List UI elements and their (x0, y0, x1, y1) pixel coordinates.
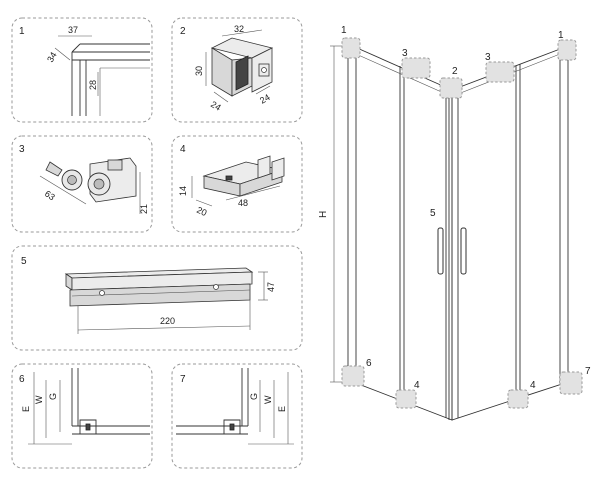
roller-hub-right (93, 178, 105, 190)
detail-6-dim-G: G (48, 393, 58, 400)
marker-6 (341, 365, 365, 387)
right-door-handle (460, 227, 467, 275)
marker-4-right (507, 389, 529, 409)
block-screw (261, 67, 267, 73)
detail-6-dim-W: W (34, 395, 44, 404)
detail-6-dim-E: E (21, 406, 31, 412)
height-label: H (318, 211, 329, 218)
dim-line-48 (225, 185, 281, 201)
dim-line-24a (213, 91, 229, 103)
roller-pin (45, 161, 63, 177)
detail-5-number: 5 (21, 256, 27, 267)
marker-1-left (341, 37, 361, 59)
rail-screw-left (99, 290, 105, 296)
detail-7-dim-G: G (249, 393, 259, 400)
guide-post-right (271, 157, 285, 181)
detail-1-dim-34: 34 (45, 50, 59, 64)
detail-2-dim-32: 32 (234, 24, 244, 34)
marker-1-right (557, 39, 577, 61)
marker-2 (439, 77, 463, 99)
callout-2: 2 (452, 66, 458, 77)
detail-5-handle-rail: 5 47 220 (11, 245, 303, 351)
detail-4-number: 4 (180, 144, 186, 155)
detail-3-roller: 3 63 21 (11, 135, 153, 233)
profile-seal (85, 423, 91, 431)
detail-6-bottom-profile: 6 E W G (11, 363, 153, 469)
roller-hub-left (67, 175, 77, 185)
detail-4-dim-48: 48 (238, 198, 248, 208)
detail-4-guide: 4 14 20 48 (171, 135, 303, 233)
callout-7: 7 (585, 366, 591, 377)
dim-line-20 (195, 199, 213, 207)
profile-seal (229, 423, 235, 431)
callout-3-left: 3 (402, 48, 408, 59)
roller-clamp (107, 159, 123, 171)
detail-2-dim-24b: 24 (258, 92, 272, 106)
callout-4-left: 4 (414, 380, 420, 391)
detail-1-dim-37: 37 (68, 25, 78, 35)
detail-1-dim-28: 28 (88, 80, 98, 90)
dim-line-32 (221, 29, 263, 37)
detail-4-dim-14: 14 (178, 186, 188, 196)
detail-4-dim-20: 20 (195, 205, 208, 218)
callout-4-right: 4 (530, 380, 536, 391)
detail-6-frame (11, 363, 153, 469)
dim-line-220 (77, 325, 251, 331)
dim-line-34 (54, 47, 71, 61)
detail-1-frame (11, 17, 153, 123)
marker-4-left (395, 389, 417, 409)
detail-3-number: 3 (19, 144, 25, 155)
dim-line-24b (255, 85, 271, 95)
profile-foot (223, 419, 241, 435)
detail-7-number: 7 (180, 374, 186, 385)
dim-line-63 (39, 175, 87, 205)
profile-foot (79, 419, 97, 435)
profile-corner-edge (71, 43, 81, 53)
callout-5: 5 (430, 208, 436, 219)
block-slot (235, 55, 249, 91)
marker-3-right (485, 61, 515, 83)
callout-1-left: 1 (341, 25, 347, 36)
guide-slot (225, 175, 233, 181)
detail-2-number: 2 (180, 26, 186, 37)
left-top-rail (355, 53, 447, 95)
detail-2-dim-24a: 24 (209, 99, 223, 113)
marker-3-left (401, 57, 431, 79)
right-fixed-panel-outline (451, 45, 569, 421)
detail-1-profile-corner: 1 37 34 28 (11, 17, 153, 123)
detail-2-corner-block: 2 32 30 24 24 (171, 17, 303, 123)
detail-2-dim-30: 30 (194, 66, 204, 76)
rail-screw-right (213, 284, 219, 290)
detail-7-bottom-profile: 7 G W E (171, 363, 303, 469)
detail-3-dim-63: 63 (43, 188, 57, 202)
detail-5-dim-47: 47 (266, 282, 276, 292)
callout-3-right: 3 (485, 52, 491, 63)
callout-6: 6 (366, 358, 372, 369)
detail-6-number: 6 (19, 374, 25, 385)
enclosure-overview: H 1 3 2 3 1 5 6 (318, 25, 591, 421)
detail-1-number: 1 (19, 26, 25, 37)
detail-5-dim-220: 220 (160, 316, 175, 326)
marker-7 (559, 371, 583, 395)
detail-7-frame (171, 363, 303, 469)
detail-7-dim-E: E (277, 406, 287, 412)
detail-7-dim-W: W (263, 395, 273, 404)
callout-1-right: 1 (558, 30, 564, 41)
guide-post-left (257, 155, 271, 179)
detail-3-dim-21: 21 (139, 204, 149, 214)
left-door-handle (437, 227, 444, 275)
